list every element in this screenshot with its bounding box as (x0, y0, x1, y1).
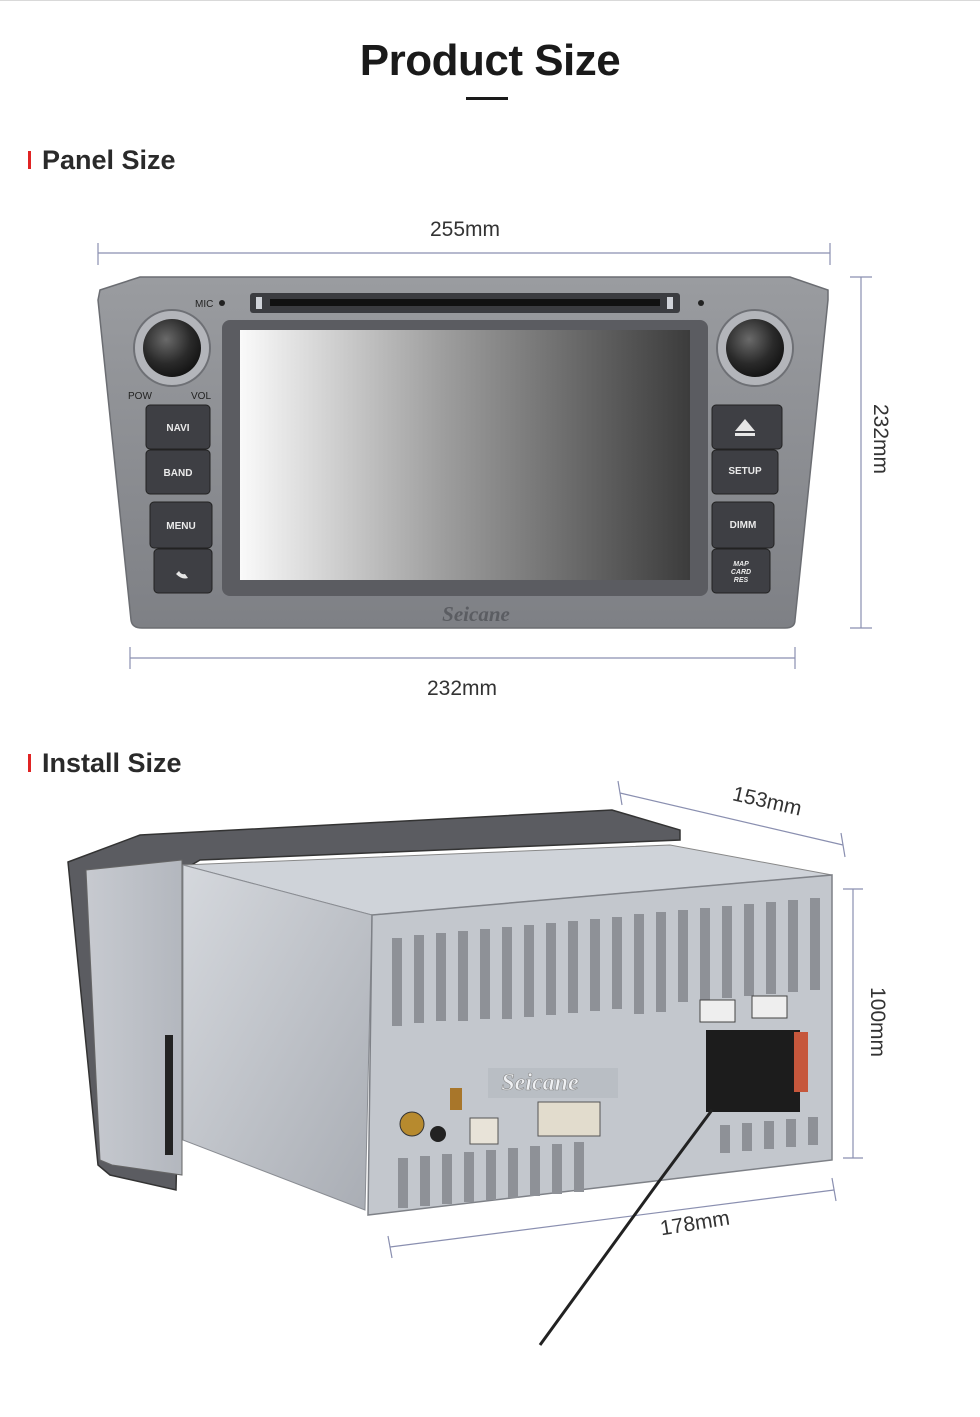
navi-button[interactable] (145, 404, 211, 450)
install-dimension-lines (387, 780, 863, 1259)
menu-button[interactable] (149, 501, 213, 549)
section-marker (28, 151, 31, 169)
section-label-panel: Panel Size (42, 145, 176, 175)
gps-connector (450, 1088, 462, 1110)
disc-opening (270, 299, 660, 306)
pow-label: POW (128, 391, 152, 402)
setup-label: SETUP (728, 466, 762, 477)
heat-sink-fins (392, 898, 820, 1208)
band-button[interactable] (145, 449, 211, 495)
panel-brand-logo: Seicane (442, 602, 510, 626)
phone-icon (176, 571, 188, 579)
title-underline (466, 97, 508, 100)
label-plate (488, 1068, 618, 1098)
usb-port-2 (751, 995, 788, 1019)
phone-button[interactable] (153, 548, 213, 594)
led-indicator (698, 300, 704, 306)
slot-light-right (667, 297, 673, 309)
screen (240, 330, 690, 580)
panel-width-top-label: 255mm (430, 218, 501, 241)
fuse-holder (794, 1032, 808, 1092)
card-label: CARD (731, 569, 751, 576)
power-volume-knob[interactable] (143, 319, 201, 377)
dimm-label: DIMM (730, 520, 757, 531)
side-slot (165, 1035, 173, 1155)
navi-label: NAVI (166, 423, 189, 434)
map-label: MAP (733, 561, 749, 568)
eject-icon (735, 419, 755, 431)
install-height-label: 100mm (866, 987, 889, 1058)
small-socket (469, 1117, 499, 1145)
menu-label: MENU (166, 521, 195, 532)
map-card-res-button[interactable] (711, 548, 771, 594)
section-marker (28, 754, 31, 772)
chassis-side (182, 864, 373, 1211)
top-divider (0, 0, 980, 1)
eject-icon-base (735, 433, 755, 436)
iso-harness-connector (706, 1030, 800, 1112)
multi-pin-socket (537, 1101, 601, 1137)
mic-hole (219, 300, 225, 306)
usb-port-1 (699, 999, 736, 1023)
panel-width-bottom-label: 232mm (427, 677, 498, 700)
aux-connector (430, 1126, 446, 1142)
dimm-button[interactable] (711, 501, 775, 549)
panel-dimension-lines (97, 243, 872, 669)
install-brand-logo: Seicane (501, 1070, 579, 1096)
slot-light-left (256, 297, 262, 309)
front-panel-side (85, 859, 183, 1176)
panel-height-label: 232mm (869, 404, 892, 475)
tune-knob[interactable] (726, 319, 784, 377)
res-label: RES (734, 577, 749, 584)
band-label: BAND (164, 468, 193, 479)
antenna-connector (399, 1111, 425, 1137)
setup-button[interactable] (711, 449, 779, 495)
antenna-cable (538, 1109, 714, 1346)
vol-label: VOL (191, 391, 211, 402)
page-title: Product Size (359, 36, 621, 85)
mic-label: MIC (195, 299, 213, 310)
section-label-install: Install Size (42, 748, 182, 778)
